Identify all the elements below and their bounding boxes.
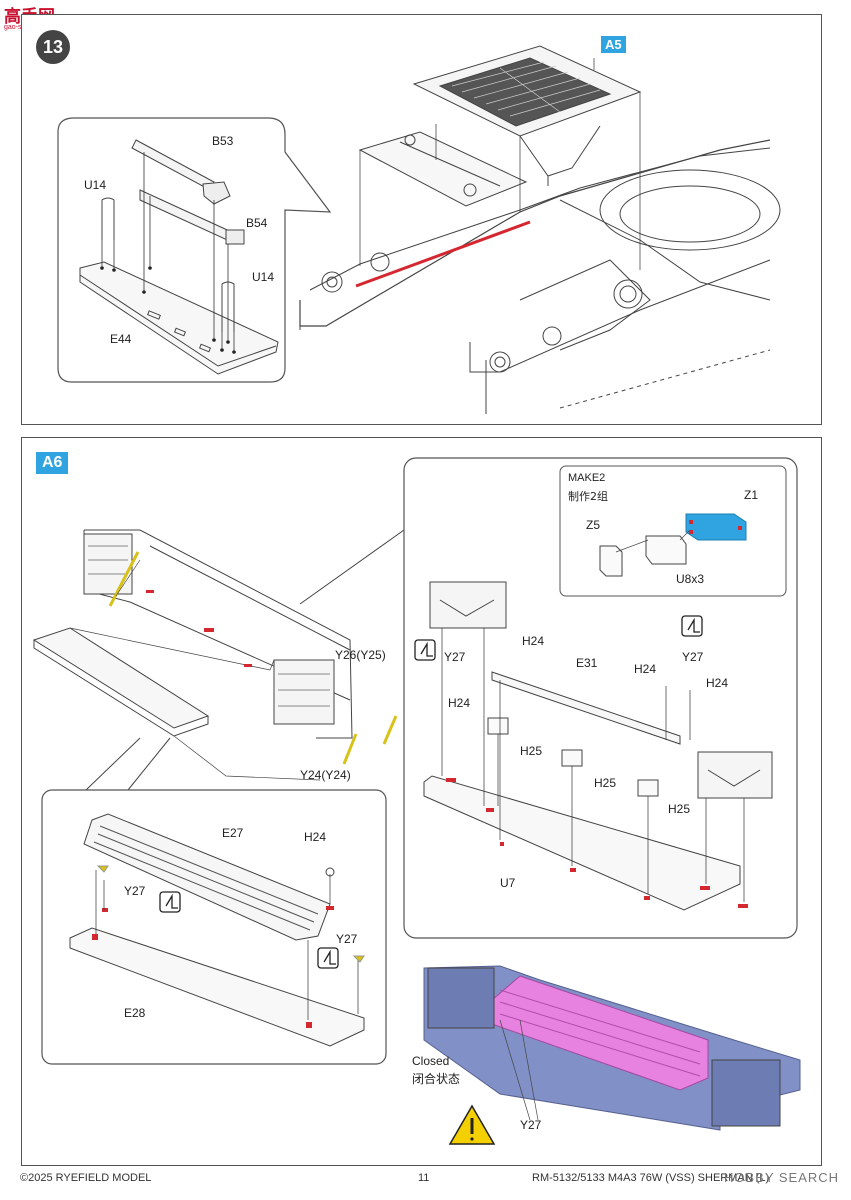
label-z1: Z1 — [744, 488, 759, 502]
label-u14-left: U14 — [84, 178, 107, 192]
label-h24-top: H24 — [522, 634, 545, 648]
label-y27-detail-b: Y27 — [336, 932, 358, 946]
step-a6-tag: A6 — [36, 452, 69, 474]
label-y24: Y24(Y24) — [300, 768, 351, 782]
label-y26: Y26(Y25) — [335, 648, 386, 662]
label-h24-mid: H24 — [634, 662, 657, 676]
label-e31: E31 — [576, 656, 598, 670]
label-y27-left: Y27 — [444, 650, 466, 664]
footer-product: RM-5132/5133 M4A3 76W (VSS) SHERMAN (L) — [532, 1172, 770, 1184]
label-h25-c: H25 — [668, 802, 691, 816]
label-h25-a: H25 — [520, 744, 543, 758]
label-e44: E44 — [110, 332, 132, 346]
label-closed-cn: 闭合状态 — [412, 1072, 461, 1086]
footer-copyright: ©2025 RYEFIELD MODEL — [20, 1172, 152, 1184]
label-b53: B53 — [212, 134, 234, 148]
label-y27-result: Y27 — [520, 1118, 542, 1132]
label-h24-right: H24 — [706, 676, 729, 690]
label-make2-cn: 制作2组 — [568, 490, 608, 503]
label-e27: E27 — [222, 826, 244, 840]
step13-tag-a5: A5 — [601, 36, 626, 53]
label-make2-en: MAKE2 — [568, 472, 606, 484]
label-y27-detail-a: Y27 — [124, 884, 146, 898]
footer-page-number: 11 — [418, 1172, 430, 1184]
label-b54: B54 — [246, 216, 268, 230]
label-u7: U7 — [500, 876, 516, 890]
step-number: 13 — [36, 30, 70, 64]
label-h24-left: H24 — [448, 696, 471, 710]
label-h25-b: H25 — [594, 776, 617, 790]
label-z5: Z5 — [586, 518, 601, 532]
label-y27-right: Y27 — [682, 650, 704, 664]
label-u8x3: U8x3 — [676, 572, 705, 586]
label-closed-en: Closed — [412, 1054, 450, 1068]
footer-brand-watermark: HOBBY SEARCH — [724, 1170, 840, 1185]
label-h24-detail: H24 — [304, 830, 327, 844]
label-u14-right: U14 — [252, 270, 275, 284]
label-e28: E28 — [124, 1006, 146, 1020]
